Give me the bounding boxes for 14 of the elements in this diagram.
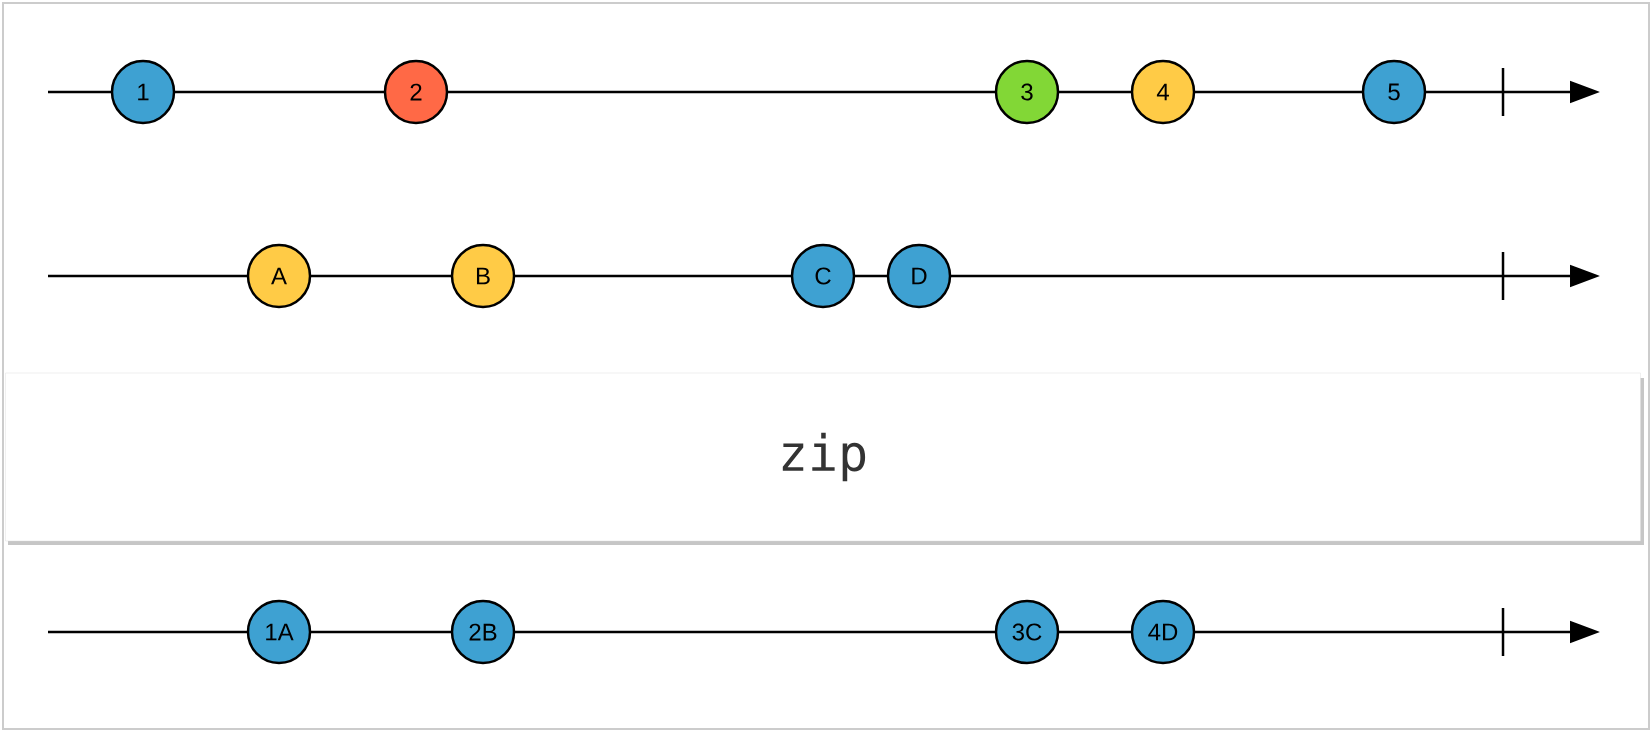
operator-box: zip <box>5 372 1644 545</box>
marble: B <box>450 243 516 309</box>
marble: 4 <box>1130 59 1196 125</box>
marble: 5 <box>1361 59 1427 125</box>
marble: A <box>246 243 312 309</box>
marble: 3C <box>994 599 1060 665</box>
marble: D <box>886 243 952 309</box>
marble: 2 <box>383 59 449 125</box>
marble: 1A <box>246 599 312 665</box>
marble: 1 <box>110 59 176 125</box>
marble: C <box>790 243 856 309</box>
marble: 2B <box>450 599 516 665</box>
marble: 3 <box>994 59 1060 125</box>
marble: 4D <box>1130 599 1196 665</box>
